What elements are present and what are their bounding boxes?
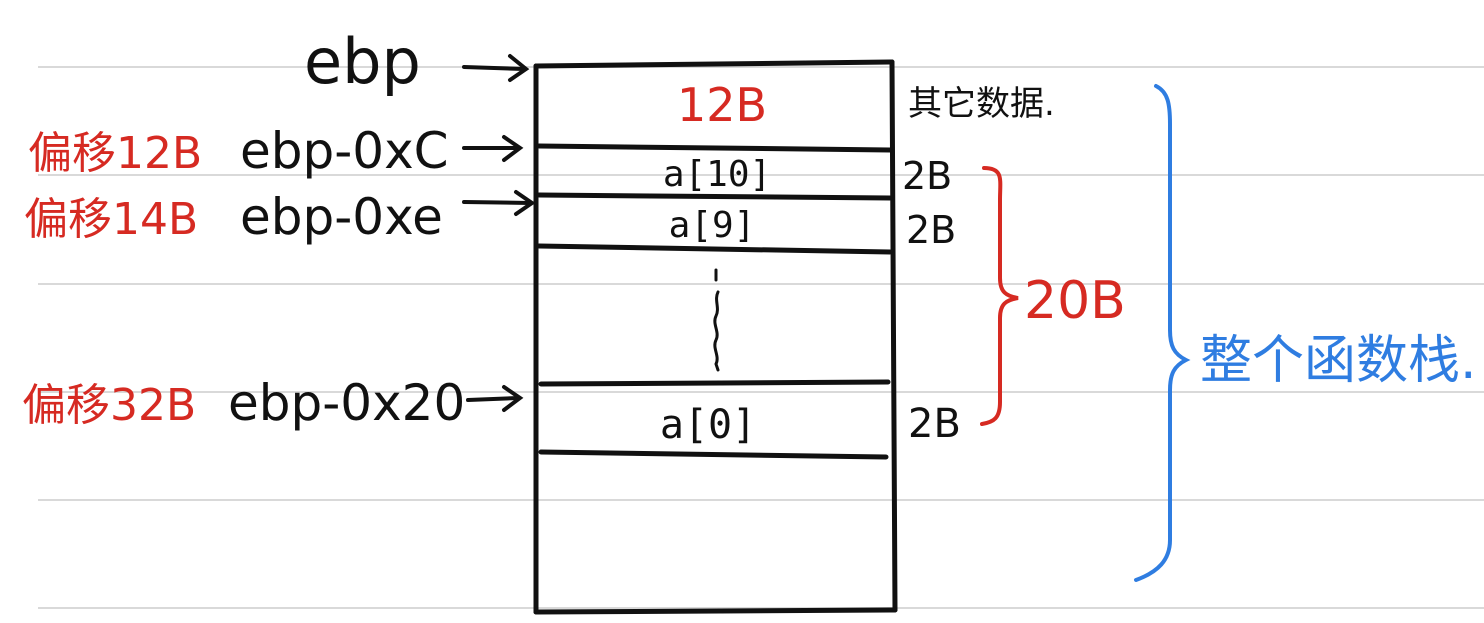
stack-top-border [533, 59, 895, 69]
frame-brace [1134, 84, 1191, 582]
address-ebp-0xc: ebp-0xC [240, 122, 449, 180]
whole-frame-label: 整个函数栈. [1200, 331, 1477, 391]
divider-a9 [536, 243, 893, 255]
address-ebp-0xe: ebp-0xe [240, 188, 443, 246]
ruled-lines [38, 66, 1484, 609]
size-a9: 2B [906, 208, 956, 252]
offset-14b-label: 偏移14B [24, 194, 198, 245]
stack-box [533, 59, 898, 615]
divider-12b [536, 143, 893, 153]
other-data-note: 其它数据. [908, 84, 1055, 124]
cell-a9-label: a[9] [669, 205, 756, 246]
size-a0: 2B [908, 401, 961, 447]
pointer-arrow-0xe [462, 190, 536, 216]
pointer-arrow-0xc [462, 135, 524, 162]
cell-a10-label: a[10] [663, 154, 771, 195]
size-a10: 2B [902, 154, 952, 198]
offset-32b-label: 偏移32B [22, 380, 196, 431]
stack-bottom-border [533, 607, 898, 615]
offset-12b-label: 偏移12B [28, 128, 202, 179]
array-total-label: 20B [1024, 271, 1126, 331]
divider-ellipsis [538, 379, 891, 387]
ellipsis-mark [713, 268, 720, 372]
pointer-arrow-0x20 [466, 385, 524, 412]
ebp-label: ebp [304, 25, 421, 98]
address-ebp-0x20: ebp-0x20 [228, 374, 465, 432]
cell-12b-label: 12B [677, 78, 767, 132]
array-brace [980, 166, 1019, 426]
cell-a0-label: a[0] [660, 402, 756, 448]
stack-right-border [889, 59, 898, 613]
divider-a0 [538, 449, 889, 460]
ebp-arrow [462, 54, 530, 82]
divider-a10 [536, 192, 893, 201]
